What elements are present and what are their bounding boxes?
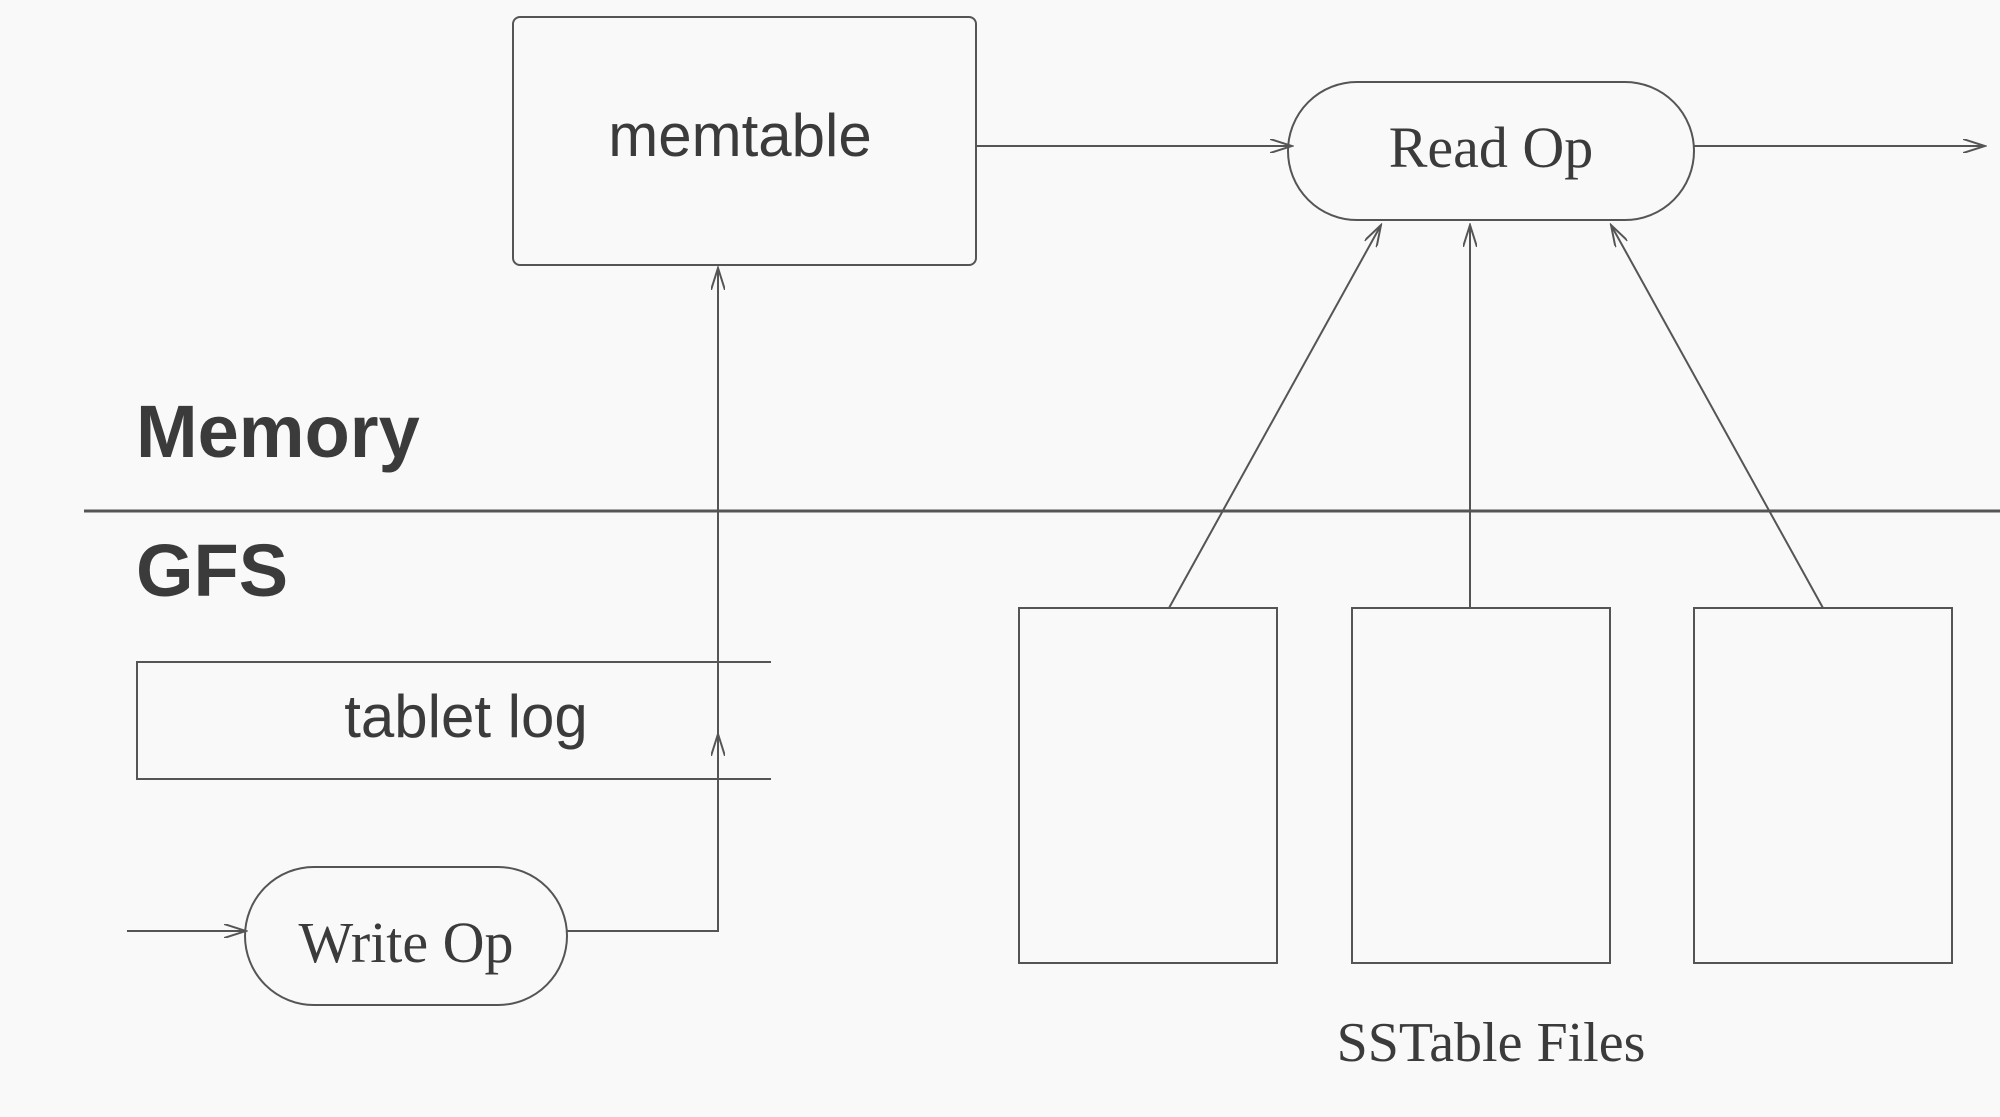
tablet-log-box [136,661,771,780]
edge-write-op-to-tablet-log [567,734,718,932]
edge-sstable-3-to-read-op [1611,225,1824,609]
sstable-file-2 [1351,607,1611,964]
sstable-file-1 [1018,607,1278,964]
sstable-file-3 [1693,607,1953,964]
memtable-label: memtable [608,102,871,169]
read-op-label: Read Op [1389,115,1594,180]
write-op-label: Write Op [298,910,513,975]
memory-region-label: Memory [136,390,420,473]
edge-sstable-1-to-read-op [1168,225,1381,609]
tablet-log-label: tablet log [344,683,588,750]
gfs-region-label: GFS [136,529,288,612]
memtable-box [512,16,977,266]
sstable-files-label: SSTable Files [1337,1012,1646,1074]
